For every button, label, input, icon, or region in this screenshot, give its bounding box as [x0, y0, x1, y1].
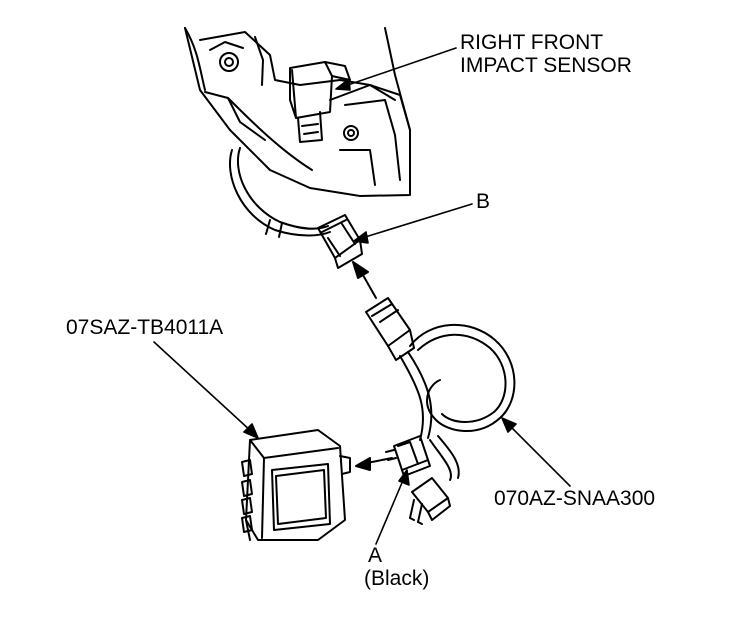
connection-arrow-a [355, 457, 393, 471]
harness-connector-lower [409, 477, 451, 525]
connector-b-label: B [476, 190, 491, 213]
connector-a-color: (Black) [364, 567, 430, 590]
impact-sensor [289, 61, 351, 143]
leader-sensor [344, 47, 457, 87]
tester-part-label: 07SAZ-TB4011A [66, 316, 224, 339]
vehicle-body-bracket [184, 27, 411, 197]
adapter-harness-cable [399, 323, 516, 481]
connector-a-label: A (Black) [364, 544, 429, 590]
tester-unit [241, 429, 351, 541]
harness-connector-b [365, 297, 415, 361]
impact-sensor-label: RIGHT FRONT IMPACT SENSOR [460, 31, 632, 77]
leader-tester [153, 341, 253, 433]
connector-a [385, 435, 431, 477]
sensor-pigtail [228, 147, 331, 238]
harness-part-label: 070AZ-SNAA300 [494, 487, 656, 510]
leader-harness [507, 423, 571, 487]
leader-lines [153, 47, 571, 545]
impact-sensor-label-line1: RIGHT FRONT [460, 31, 604, 54]
leader-a [375, 477, 405, 545]
impact-sensor-label-line2: IMPACT SENSOR [460, 54, 632, 77]
connector-a-letter: A [368, 544, 383, 567]
connection-arrow-b [352, 261, 377, 299]
leader-b [361, 203, 473, 239]
